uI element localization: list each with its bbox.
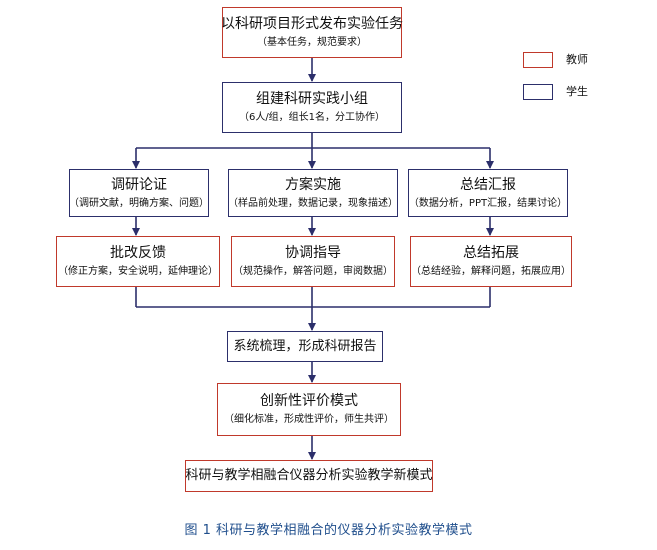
box-title: 总结拓展	[463, 245, 519, 261]
legend-teacher-swatch	[523, 52, 553, 68]
box-survey: 调研论证 （调研文献，明确方案、问题）	[69, 169, 209, 217]
box-subtitle: （规范操作，解答问题，审阅数据）	[233, 266, 393, 277]
box-title: 系统梳理，形成科研报告	[233, 338, 377, 354]
box-title: 以科研项目形式发布实验任务	[221, 16, 403, 32]
box-coordinate: 协调指导 （规范操作，解答问题，审阅数据）	[231, 236, 395, 287]
legend-teacher-label: 教师	[566, 53, 588, 66]
box-new-teaching-mode: 科研与教学相融合仪器分析实验教学新模式	[185, 460, 433, 492]
box-subtitle: （总结经验，解释问题，拓展应用）	[411, 266, 571, 277]
box-title: 组建科研实践小组	[256, 91, 368, 107]
box-system-sort: 系统梳理，形成科研报告	[227, 331, 383, 362]
box-title: 调研论证	[111, 176, 167, 193]
figure-caption: 图 1 科研与教学相融合的仪器分析实验教学模式	[184, 523, 473, 538]
box-subtitle: （基本任务，规范要求）	[257, 37, 367, 48]
box-subtitle: （细化标准，形成性评价，师生共评）	[224, 414, 394, 425]
box-subtitle: （修正方案，安全说明，延伸理论）	[58, 266, 218, 277]
box-subtitle: （数据分析，PPT汇报，结果讨论）	[408, 197, 568, 209]
box-title: 方案实施	[285, 176, 341, 193]
box-title: 批改反馈	[110, 245, 166, 261]
box-innovative-evaluation: 创新性评价模式 （细化标准，形成性评价，师生共评）	[217, 383, 401, 436]
box-title: 总结汇报	[460, 176, 516, 193]
box-extend: 总结拓展 （总结经验，解释问题，拓展应用）	[410, 236, 572, 287]
box-title: 科研与教学相融合仪器分析实验教学新模式	[185, 468, 433, 483]
box-title: 创新性评价模式	[260, 393, 358, 409]
box-subtitle: （样品前处理，数据记录，现象描述）	[228, 197, 398, 209]
box-feedback: 批改反馈 （修正方案，安全说明，延伸理论）	[56, 236, 220, 287]
box-summary-report: 总结汇报 （数据分析，PPT汇报，结果讨论）	[408, 169, 568, 217]
legend-student-label: 学生	[566, 85, 588, 98]
box-form-group: 组建科研实践小组 （6人/组，组长1名，分工协作）	[222, 82, 402, 133]
box-publish-task: 以科研项目形式发布实验任务 （基本任务，规范要求）	[221, 7, 403, 58]
legend-student-swatch	[523, 84, 553, 100]
box-title: 协调指导	[285, 245, 341, 261]
box-subtitle: （6人/组，组长1名，分工协作）	[238, 112, 386, 123]
box-implement: 方案实施 （样品前处理，数据记录，现象描述）	[228, 169, 398, 217]
box-subtitle: （调研文献，明确方案、问题）	[69, 197, 209, 209]
